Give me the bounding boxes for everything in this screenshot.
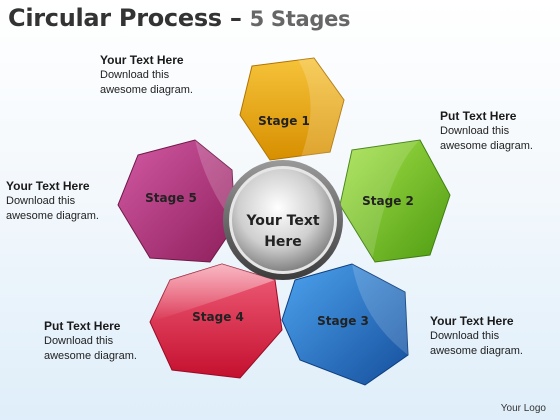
stage-4-label: Stage 4 [192,310,244,324]
callout-body-line-1: Download this [6,195,76,207]
callout-body-line-1: Download this [44,335,114,347]
title-sub: 5 Stages [249,7,351,31]
callout-bottom-right: Your Text Here Download this awesome dia… [430,313,523,359]
center-label-line-2: Here [264,234,302,250]
stage-2-hexagon: Stage 2 [339,139,451,263]
callout-top-right: Put Text Here Download this awesome diag… [440,108,533,154]
stage-3-label: Stage 3 [317,314,369,328]
stage-2-label: Stage 2 [362,194,414,208]
callout-heading: Your Text Here [430,314,514,328]
stage-5-hexagon: Stage 5 [117,139,236,263]
stage-4-hexagon: Stage 4 [149,263,283,379]
callout-body-line-1: Download this [440,125,510,137]
callout-body-line-1: Download this [100,69,170,81]
callout-heading: Your Text Here [6,179,90,193]
callout-body-line-2: awesome diagram. [6,210,99,222]
callout-body-line-2: awesome diagram. [100,84,193,96]
page-title: Circular Process – 5 Stages [8,4,351,32]
callout-heading: Your Text Here [100,53,184,67]
stage-3-hexagon: Stage 3 [281,263,409,386]
callout-heading: Put Text Here [44,319,121,333]
center-circle: Your Text Here [223,160,343,280]
callout-body-line-2: awesome diagram. [44,350,137,362]
callout-body-line-1: Download this [430,330,500,342]
stage-1-label: Stage 1 [258,114,310,128]
callout-mid-left: Your Text Here Download this awesome dia… [6,178,99,224]
callout-bottom-left: Put Text Here Download this awesome diag… [44,318,137,364]
callout-heading: Put Text Here [440,109,517,123]
stage-1-hexagon: Stage 1 [239,57,345,161]
callout-body-line-2: awesome diagram. [440,140,533,152]
callout-body-line-2: awesome diagram. [430,345,523,357]
callout-top-left: Your Text Here Download this awesome dia… [100,52,193,98]
stage-5-label: Stage 5 [145,191,197,205]
title-main: Circular Process – [8,4,250,32]
logo-text: Your Logo [500,403,546,414]
center-label-line-1: Your Text [245,213,319,229]
